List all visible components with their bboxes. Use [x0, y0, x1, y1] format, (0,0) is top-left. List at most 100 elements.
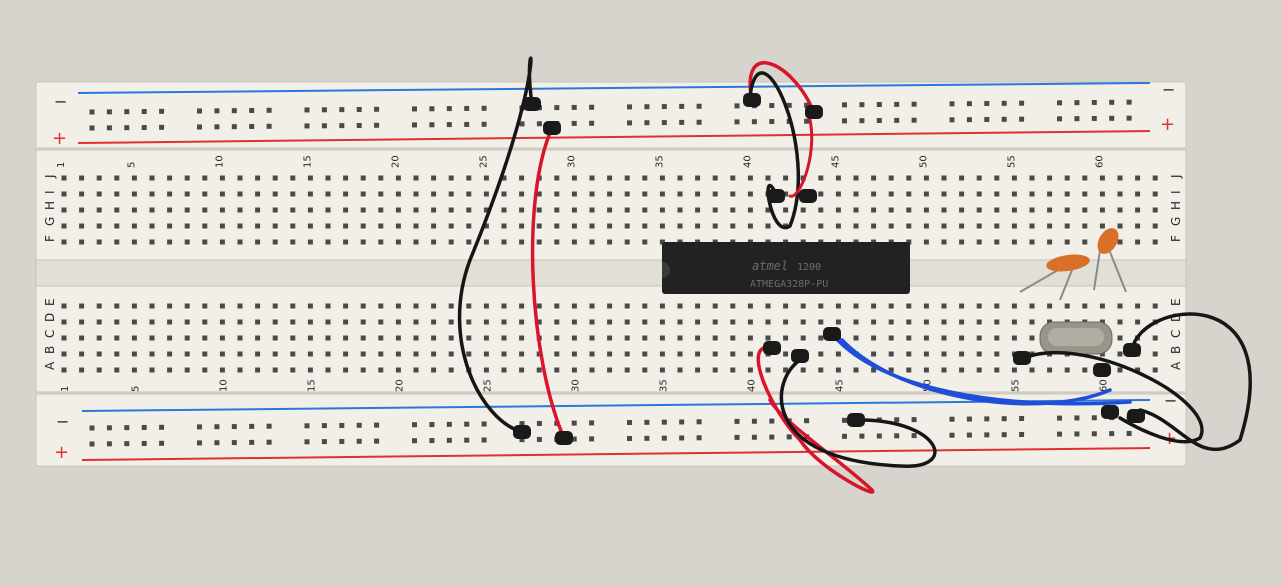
rail-hole — [894, 433, 900, 439]
hole — [202, 207, 208, 213]
hole — [466, 191, 472, 197]
rail-hole — [1057, 116, 1062, 122]
row-letter-right: G — [1169, 217, 1183, 226]
rail-hole — [734, 119, 740, 125]
hole — [360, 223, 366, 229]
row-letter-right: B — [1169, 346, 1183, 354]
hole — [677, 175, 683, 181]
hole — [888, 191, 894, 197]
hole — [360, 319, 366, 325]
hole — [360, 207, 366, 213]
hole — [431, 239, 437, 245]
column-number-top: 5 — [126, 162, 137, 168]
hole — [712, 191, 718, 197]
rail-hole — [1074, 415, 1080, 421]
hole — [1152, 191, 1158, 197]
hole — [131, 239, 137, 245]
rail-hole — [949, 117, 955, 123]
hole — [255, 239, 261, 245]
hole — [272, 175, 278, 181]
rail-hole — [1091, 415, 1097, 421]
hole — [888, 367, 894, 373]
hole — [325, 207, 331, 213]
hole — [413, 175, 419, 181]
hole — [219, 351, 225, 357]
hole — [149, 367, 155, 373]
rail-hole — [159, 424, 165, 430]
hole — [184, 303, 190, 309]
hole — [149, 175, 155, 181]
column-number-bottom: 45 — [834, 379, 845, 392]
hole — [395, 207, 401, 213]
rail-hole — [627, 120, 632, 126]
rail-hole — [911, 417, 917, 423]
hole — [325, 367, 331, 373]
row-letter-left: J — [43, 174, 57, 179]
hole — [906, 207, 912, 213]
hole — [906, 319, 912, 325]
hole — [906, 303, 912, 309]
rail-hole — [197, 424, 202, 430]
rail-hole — [214, 440, 220, 446]
hole — [642, 335, 648, 341]
hole — [184, 351, 190, 357]
hole — [659, 207, 665, 213]
hole — [149, 319, 155, 325]
hole — [501, 303, 507, 309]
rail-hole — [412, 422, 417, 428]
rail-hole — [124, 109, 130, 115]
hole — [818, 175, 824, 181]
hole — [1152, 351, 1158, 357]
hole — [712, 223, 718, 229]
hole — [79, 303, 85, 309]
hole — [571, 175, 577, 181]
hole — [255, 319, 261, 325]
wire-plug — [1123, 343, 1141, 357]
hole — [395, 223, 401, 229]
hole — [695, 223, 701, 229]
hole — [695, 191, 701, 197]
rail-hole — [911, 117, 917, 123]
hole — [255, 335, 261, 341]
hole — [835, 319, 841, 325]
hole — [906, 239, 912, 245]
hole — [290, 303, 296, 309]
hole — [255, 303, 261, 309]
rail-hole — [911, 433, 917, 439]
column-number-top: 1 — [56, 162, 67, 168]
hole — [1082, 207, 1088, 213]
hole — [536, 191, 542, 197]
rail-hole — [1019, 116, 1025, 122]
rail-hole — [304, 423, 310, 429]
hole — [96, 207, 102, 213]
hole — [712, 175, 718, 181]
rail-hole — [589, 104, 595, 110]
hole — [730, 223, 736, 229]
hole — [571, 191, 577, 197]
hole — [712, 335, 718, 341]
hole — [1117, 223, 1123, 229]
hole — [61, 239, 67, 245]
hole — [96, 335, 102, 341]
hole — [96, 319, 102, 325]
column-number-bottom: 10 — [218, 379, 229, 392]
hole — [923, 223, 929, 229]
rail-hole — [124, 125, 130, 131]
hole — [343, 335, 349, 341]
hole — [906, 351, 912, 357]
hole — [800, 223, 806, 229]
rail-hole — [481, 105, 487, 111]
rail-hole — [1126, 430, 1132, 436]
hole — [114, 239, 120, 245]
hole — [941, 303, 947, 309]
hole — [871, 335, 877, 341]
hole — [994, 239, 1000, 245]
rail-hole — [842, 102, 847, 108]
hole — [1064, 303, 1070, 309]
hole — [765, 335, 771, 341]
hole — [906, 191, 912, 197]
hole — [589, 207, 595, 213]
rail-hole — [1019, 100, 1025, 106]
hole — [114, 351, 120, 357]
